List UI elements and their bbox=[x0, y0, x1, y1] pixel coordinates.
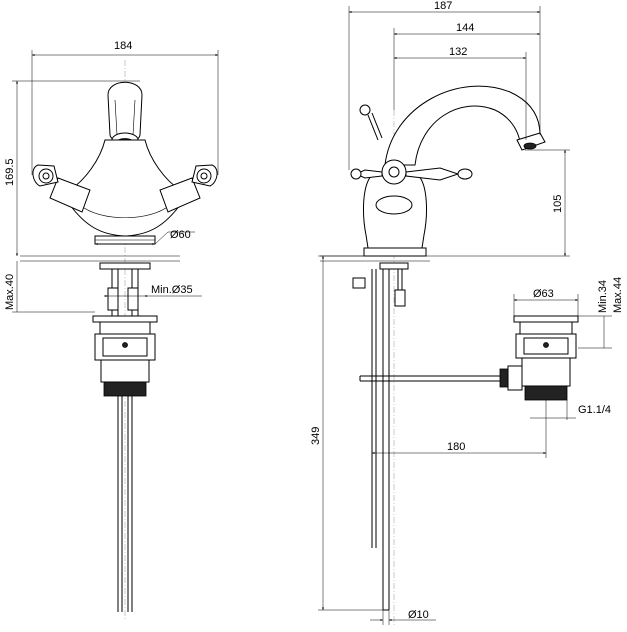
side-spout-height: 105 bbox=[430, 149, 570, 257]
side-lift-rod bbox=[359, 104, 383, 141]
side-body bbox=[363, 174, 427, 257]
side-waste-range: Min.34 Max.44 bbox=[578, 277, 624, 349]
front-waste bbox=[92, 315, 158, 612]
dim-side-waste-diameter: Ø63 bbox=[533, 288, 554, 300]
front-width-dimension: 184 bbox=[31, 40, 219, 175]
side-pipe bbox=[371, 269, 390, 611]
dim-front-max-deck: Max.40 bbox=[4, 274, 16, 310]
front-view: 184 169.5 Max.40 Ø60 Min.Ø35 bbox=[4, 40, 219, 620]
dim-side-pipe-length: 349 bbox=[310, 427, 322, 445]
dim-side-reach-2: 144 bbox=[456, 22, 474, 34]
side-pipe-length: 349 bbox=[310, 255, 383, 611]
dim-front-base-diameter: Ø60 bbox=[170, 229, 191, 241]
front-deck-dimension: Max.40 bbox=[4, 261, 95, 313]
front-right-handle bbox=[159, 164, 218, 213]
side-reach-187: 187 bbox=[348, 0, 541, 170]
dim-front-width: 184 bbox=[114, 40, 132, 52]
front-left-handle bbox=[32, 164, 91, 213]
side-view: 187 144 132 105 349 bbox=[310, 0, 624, 625]
side-handles bbox=[350, 159, 473, 185]
side-thread: G1.1/4 bbox=[530, 400, 611, 420]
front-height-dimension: 169.5 bbox=[4, 80, 140, 256]
dim-side-spout-height: 105 bbox=[552, 195, 564, 213]
front-spout bbox=[107, 81, 143, 148]
side-reach-144: 144 bbox=[393, 22, 540, 110]
dim-side-reach-3: 132 bbox=[449, 46, 467, 58]
dim-side-drain-offset: 180 bbox=[447, 441, 465, 453]
dim-side-waste-max: Max.44 bbox=[612, 277, 624, 313]
side-drain-offset: 180 bbox=[372, 400, 547, 458]
side-pipe-diameter: Ø10 bbox=[370, 609, 436, 625]
dim-front-height: 169.5 bbox=[4, 158, 16, 186]
side-fixing bbox=[352, 262, 409, 307]
side-drain-rod bbox=[359, 365, 523, 391]
side-reach-132: 132 bbox=[394, 46, 527, 140]
dim-side-pipe-diameter: Ø10 bbox=[408, 609, 429, 621]
dim-front-hole-min: Min.Ø35 bbox=[151, 284, 193, 296]
dim-side-thread: G1.1/4 bbox=[578, 404, 611, 416]
side-waste bbox=[513, 315, 579, 401]
front-hole-dimension: Min.Ø35 bbox=[104, 284, 202, 297]
side-spout bbox=[384, 85, 546, 166]
dim-side-total-reach: 187 bbox=[434, 0, 452, 12]
side-waste-diameter: Ø63 bbox=[513, 288, 579, 318]
front-base-dimension: Ø60 bbox=[95, 229, 195, 245]
front-body bbox=[69, 139, 181, 245]
front-fixing bbox=[99, 262, 151, 318]
dim-side-waste-min: Min.34 bbox=[597, 280, 609, 313]
